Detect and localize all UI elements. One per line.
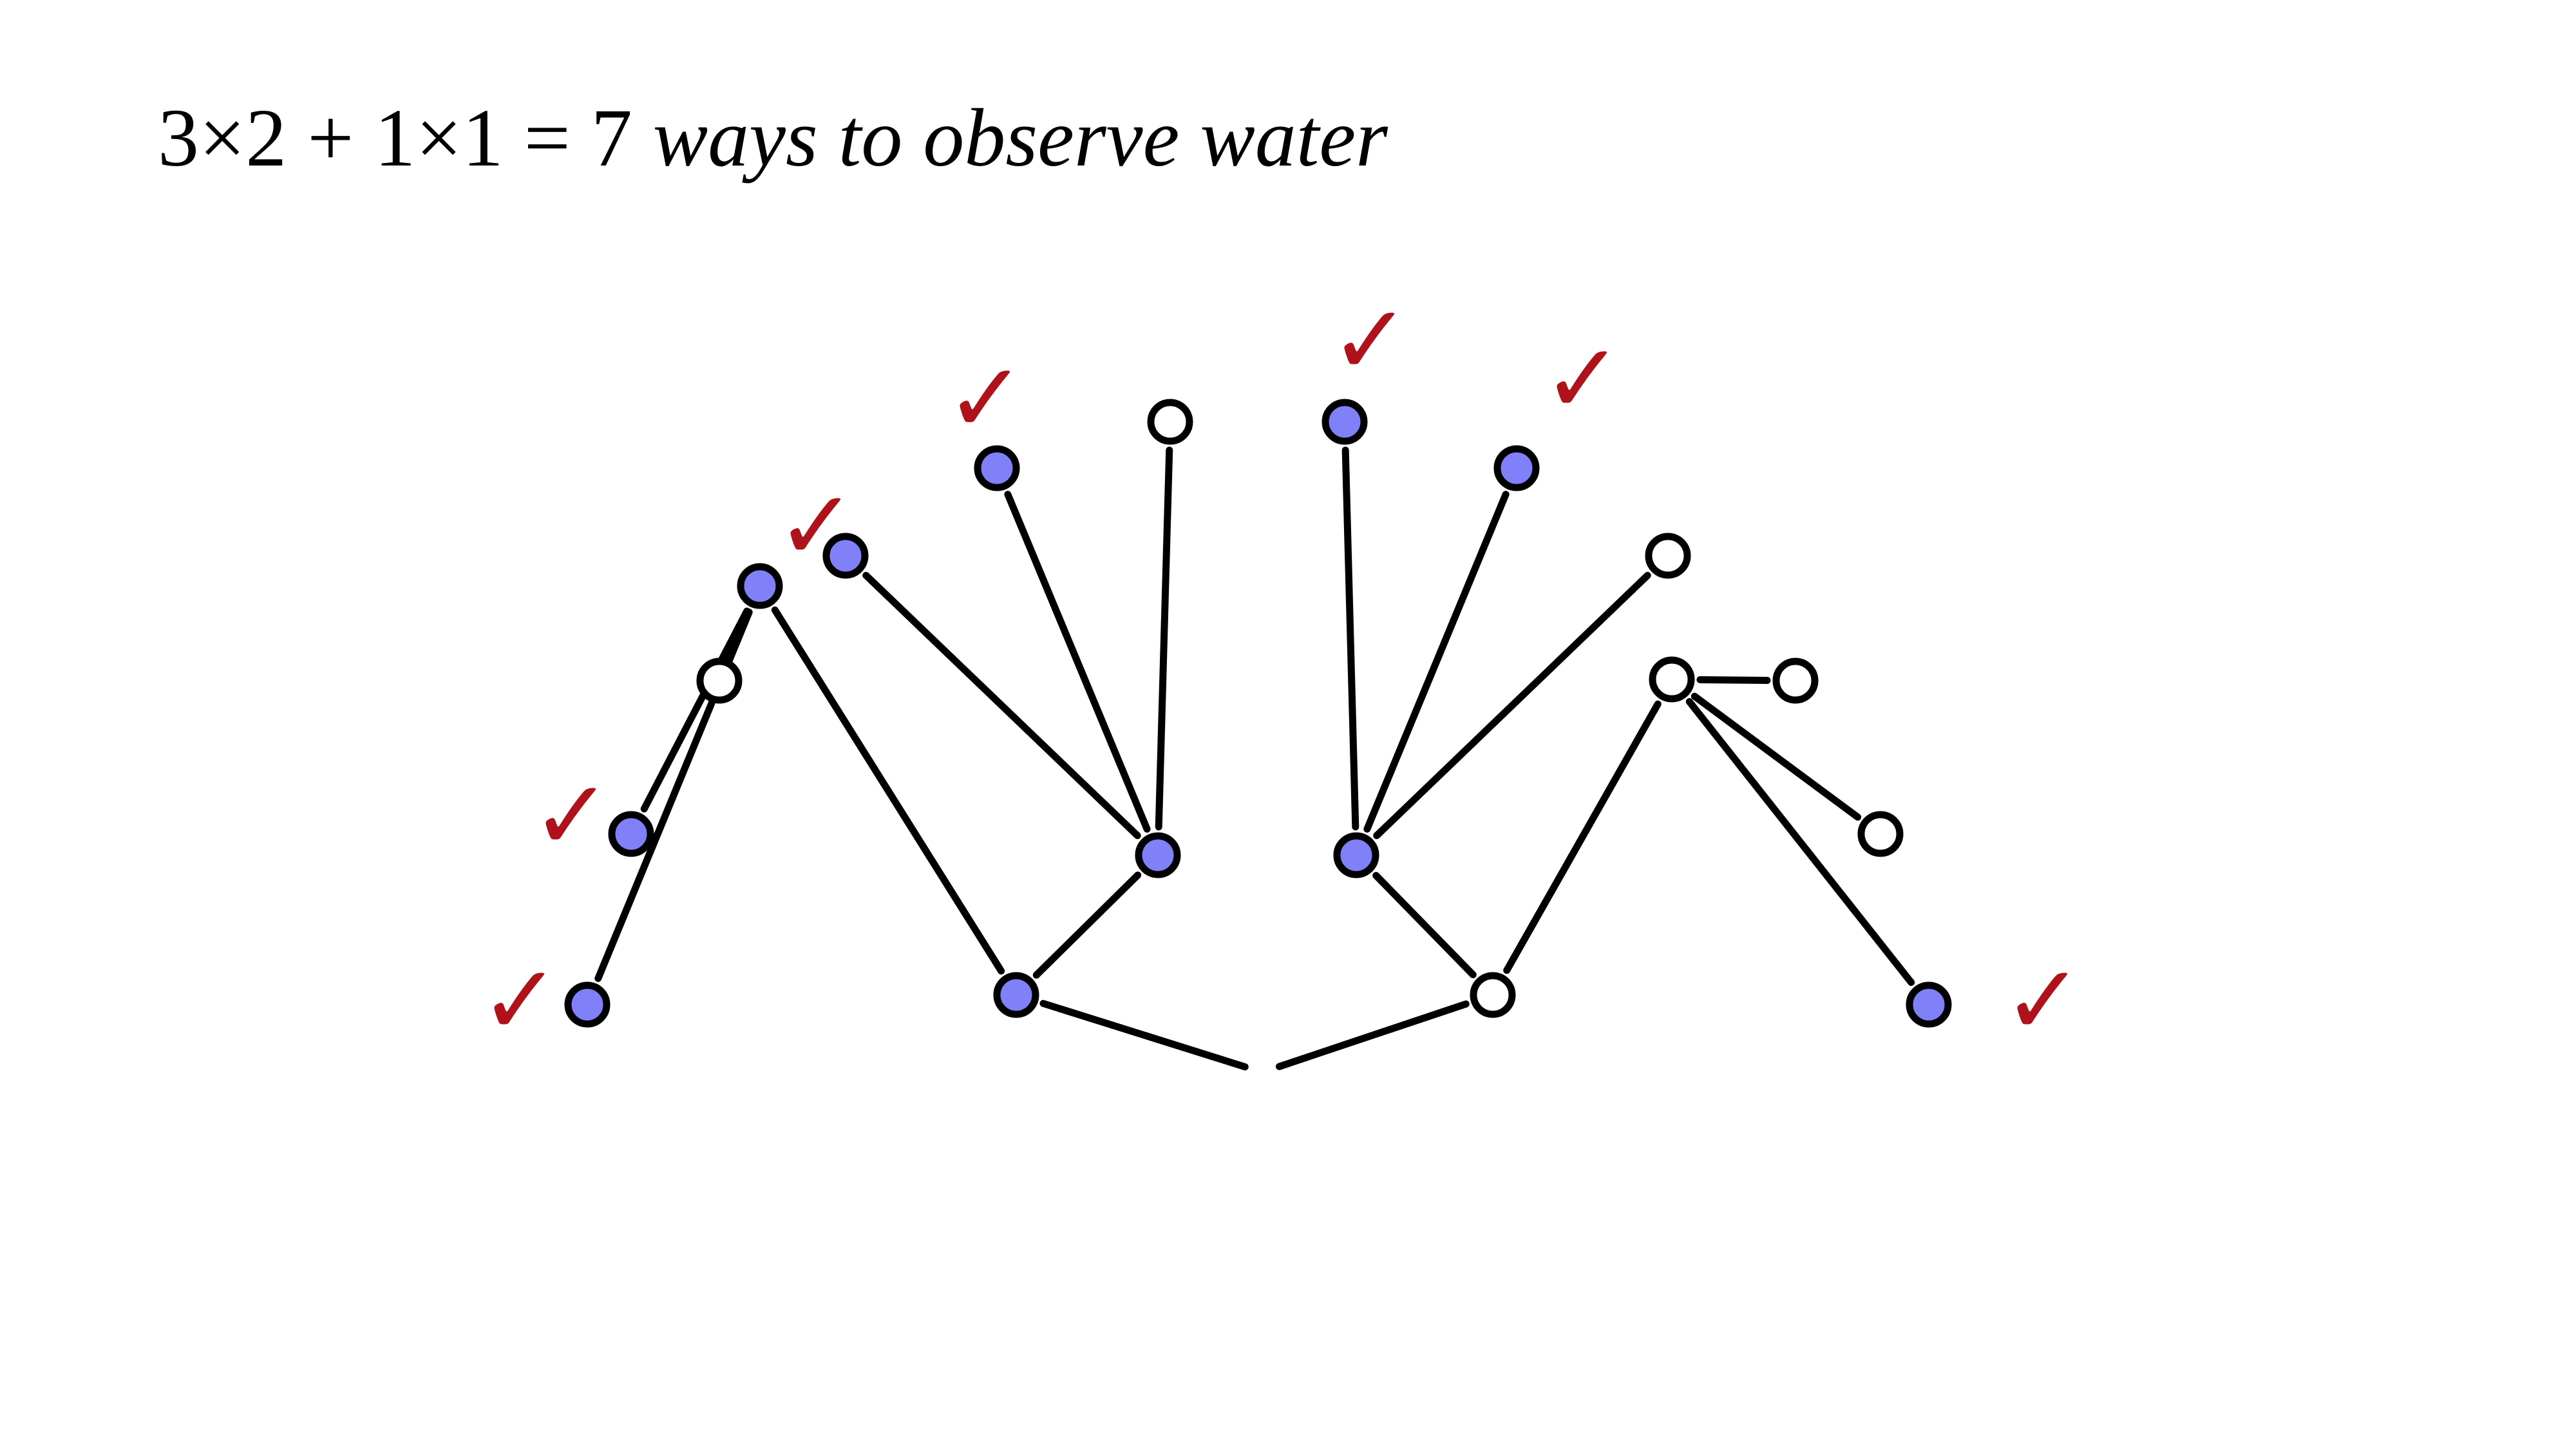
edge-root-first-draw-left bbox=[1039, 999, 1249, 1071]
checkmark-icon-third-draw-5: ✓ bbox=[945, 343, 1027, 455]
edge-second-draw-2-third-draw-5 bbox=[1004, 491, 1151, 833]
edge-second-draw-4-third-draw-10 bbox=[1696, 676, 1771, 685]
checkmark-icon-third-draw-12: ✓ bbox=[2003, 945, 2084, 1057]
blue-marble-third-draw-12 bbox=[1906, 981, 1952, 1028]
white-marble-third-draw-3 bbox=[696, 658, 743, 704]
blue-marble-third-draw-2 bbox=[608, 811, 654, 857]
white-marble-third-draw-10 bbox=[1772, 658, 1819, 704]
edge-second-draw-3-third-draw-9 bbox=[1373, 571, 1651, 840]
white-marble-first-draw-right bbox=[1470, 972, 1516, 1018]
checkmark-icon-third-draw-1: ✓ bbox=[480, 945, 561, 1057]
blue-marble-first-draw-left bbox=[993, 972, 1039, 1018]
tree-checks: ✓ ✓ ✓ ✓ ✓ ✓ ✓ bbox=[480, 285, 2084, 1057]
checkmark-icon-third-draw-7: ✓ bbox=[1330, 285, 1411, 397]
white-marble-third-draw-9 bbox=[1645, 533, 1691, 579]
blue-marble-second-draw-2 bbox=[1135, 832, 1181, 878]
edge-second-draw-4-third-draw-11 bbox=[1690, 692, 1862, 821]
edge-first-draw-left-second-draw-1 bbox=[771, 606, 1005, 975]
edge-second-draw-3-third-draw-7 bbox=[1341, 446, 1359, 831]
edge-second-draw-4-third-draw-12 bbox=[1685, 698, 1915, 986]
blue-marble-second-draw-3 bbox=[1333, 832, 1379, 878]
edge-second-draw-2-third-draw-6 bbox=[1155, 446, 1173, 831]
edge-first-draw-left-second-draw-2 bbox=[1032, 871, 1142, 979]
equation-text: 3×2 + 1×1 = 7 bbox=[158, 92, 632, 184]
edge-second-draw-3-third-draw-8 bbox=[1363, 491, 1510, 833]
equation-phrase: ways to observe water bbox=[652, 92, 1388, 184]
white-marble-second-draw-4 bbox=[1649, 656, 1695, 703]
blue-marble-third-draw-1 bbox=[564, 981, 611, 1028]
edge-second-draw-1-third-draw-2 bbox=[640, 607, 751, 813]
checkmark-icon-third-draw-2: ✓ bbox=[531, 760, 612, 872]
edge-first-draw-right-second-draw-4 bbox=[1503, 700, 1662, 974]
white-marble-third-draw-6 bbox=[1147, 399, 1193, 445]
equation-heading: 3×2 + 1×1 = 7 ways to observe water bbox=[158, 97, 1388, 179]
checkmark-icon-third-draw-4: ✓ bbox=[776, 470, 857, 582]
tree-edges bbox=[594, 446, 1915, 1071]
blue-marble-third-draw-8 bbox=[1493, 445, 1540, 491]
edge-root-first-draw-right bbox=[1276, 1000, 1470, 1070]
edge-second-draw-2-third-draw-4 bbox=[862, 571, 1141, 840]
blue-marble-third-draw-7 bbox=[1321, 399, 1368, 445]
edge-second-draw-1-third-draw-3 bbox=[726, 608, 753, 659]
blue-marble-third-draw-5 bbox=[974, 445, 1020, 491]
white-marble-third-draw-11 bbox=[1857, 811, 1904, 857]
tree-nodes bbox=[564, 399, 1952, 1028]
edge-first-draw-right-second-draw-3 bbox=[1372, 871, 1477, 979]
checkmark-icon-third-draw-8: ✓ bbox=[1542, 323, 1624, 435]
blue-marble-second-draw-1 bbox=[737, 563, 783, 609]
blue-marble-third-draw-4 bbox=[822, 533, 869, 579]
